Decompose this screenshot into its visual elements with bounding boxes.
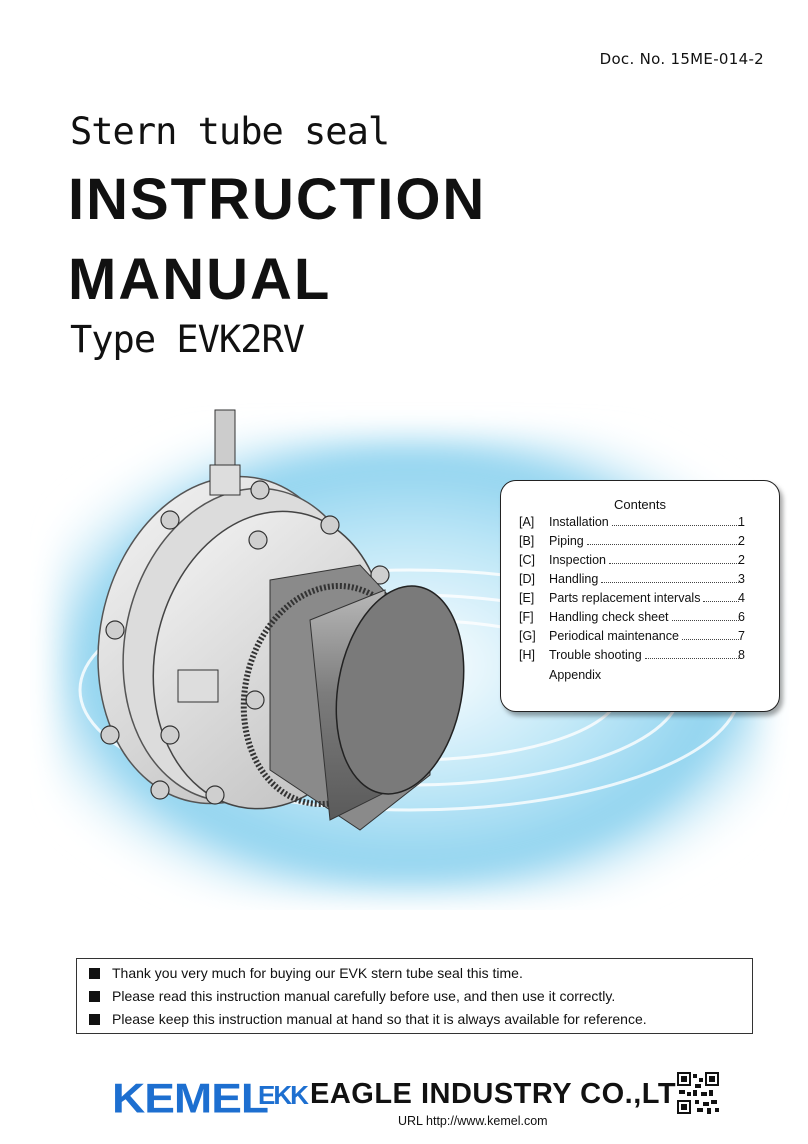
contents-item-name: Inspection bbox=[549, 553, 606, 567]
leader-dots bbox=[601, 582, 739, 583]
contents-item-page: 3 bbox=[738, 572, 745, 586]
contents-item[interactable]: [E] Parts replacement intervals 4 bbox=[519, 591, 745, 605]
contents-box: Contents [A] Installation 1 [B] Piping 2… bbox=[500, 480, 780, 712]
leader-dots bbox=[681, 639, 739, 640]
contents-item-page: 4 bbox=[738, 591, 745, 605]
bullet-square-icon bbox=[89, 1013, 100, 1025]
notice-text: Please read this instruction manual care… bbox=[112, 988, 616, 1004]
contents-item-page: 8 bbox=[738, 648, 745, 662]
bullet-square-icon bbox=[89, 990, 100, 1002]
product-type: Type EVK2RV bbox=[70, 318, 305, 361]
contents-item-name: Periodical maintenance bbox=[549, 629, 679, 643]
contents-item-code: [H] bbox=[519, 648, 535, 662]
contents-item-name: Trouble shooting bbox=[549, 648, 642, 662]
leader-dots bbox=[703, 601, 739, 602]
contents-item-name: Handling bbox=[549, 572, 599, 586]
contents-item-code: [F] bbox=[519, 610, 534, 624]
contents-item-name: Installation bbox=[549, 515, 609, 529]
leader-dots bbox=[586, 544, 739, 545]
product-subtitle: Stern tube seal bbox=[70, 110, 390, 153]
company-name: EAGLE INDUSTRY CO.,LTD. bbox=[310, 1078, 707, 1110]
contents-item-code: [C] bbox=[519, 553, 535, 567]
contents-item-name: Piping bbox=[549, 534, 584, 548]
contents-item-code: [B] bbox=[519, 534, 535, 548]
notice-text: Please keep this instruction manual at h… bbox=[112, 1011, 647, 1027]
contents-item-page: 1 bbox=[738, 515, 745, 529]
notice-line: Thank you very much for buying our EVK s… bbox=[89, 965, 523, 981]
contents-item-code: [G] bbox=[519, 629, 536, 643]
contents-item-page: 6 bbox=[738, 610, 745, 624]
leader-dots bbox=[644, 658, 739, 659]
notice-line: Please read this instruction manual care… bbox=[89, 988, 615, 1004]
contents-item-page: 7 bbox=[738, 629, 745, 643]
notice-line: Please keep this instruction manual at h… bbox=[89, 1011, 647, 1027]
contents-item[interactable]: [F] Handling check sheet 6 bbox=[519, 610, 745, 624]
leader-dots bbox=[608, 563, 739, 564]
contents-item-page: 2 bbox=[738, 553, 745, 567]
qr-code-icon[interactable] bbox=[677, 1072, 719, 1114]
contents-item[interactable]: [A] Installation 1 bbox=[519, 515, 745, 529]
document-number: Doc. No. 15ME-014-2 bbox=[599, 50, 764, 68]
contents-item[interactable]: [G] Periodical maintenance 7 bbox=[519, 629, 745, 643]
contents-title: Contents bbox=[613, 497, 667, 512]
contents-item-name: Parts replacement intervals bbox=[549, 591, 701, 605]
contents-appendix[interactable]: Appendix bbox=[549, 668, 602, 682]
contents-item-name: Handling check sheet bbox=[549, 610, 669, 624]
contents-item[interactable]: [B] Piping 2 bbox=[519, 534, 745, 548]
contents-item[interactable]: [H] Trouble shooting 8 bbox=[519, 648, 745, 662]
website-url[interactable]: URL http://www.kemel.com bbox=[398, 1114, 548, 1128]
contents-item-code: [A] bbox=[519, 515, 535, 529]
notice-text: Thank you very much for buying our EVK s… bbox=[112, 965, 523, 981]
notice-box: Thank you very much for buying our EVK s… bbox=[76, 958, 753, 1034]
contents-item[interactable]: [D] Handling 3 bbox=[519, 572, 745, 586]
contents-item-page: 2 bbox=[738, 534, 745, 548]
contents-item-code: [D] bbox=[519, 572, 535, 586]
leader-dots bbox=[671, 620, 739, 621]
footer: KEMEL EKK EAGLE INDUSTRY CO.,LTD. URL ht… bbox=[0, 1070, 808, 1140]
leader-dots bbox=[611, 525, 739, 526]
kemel-logo: KEMEL bbox=[112, 1074, 269, 1122]
manual-title-line2: MANUAL bbox=[68, 247, 332, 312]
contents-item-code: [E] bbox=[519, 591, 535, 605]
manual-title-line1: INSTRUCTION bbox=[68, 167, 487, 232]
bullet-square-icon bbox=[89, 967, 100, 979]
contents-item[interactable]: [C] Inspection 2 bbox=[519, 553, 745, 567]
ekk-logo: EKK bbox=[258, 1080, 309, 1110]
